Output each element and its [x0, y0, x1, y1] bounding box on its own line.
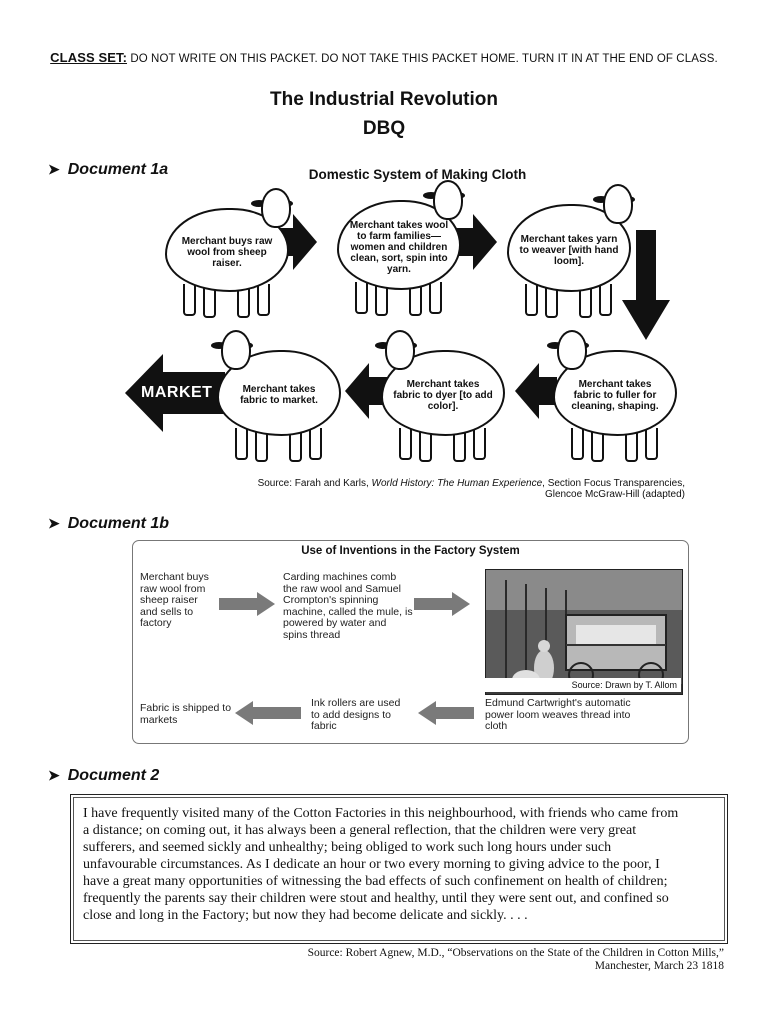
sheep-step-3: Merchant takes yarn to weaver [with hand… — [507, 184, 635, 318]
doc2-source: Source: Robert Agnew, M.D., “Observation… — [307, 947, 724, 972]
sheep-step-4: Merchant takes fabric to fuller for clea… — [547, 330, 677, 462]
doc2-heading: ➤Document 2 — [48, 767, 160, 784]
page-title: The Industrial Revolution — [269, 89, 498, 110]
step-5-text: Merchant takes fabric to dyer [to add co… — [393, 378, 493, 412]
doc2-quote-box: I have frequently visited many of the Co… — [70, 794, 728, 944]
quote-line: unfavourable circumstances. As I dedicat… — [83, 857, 660, 872]
factory-system-diagram: Use of Inventions in the Factory System … — [132, 540, 689, 744]
sheep-step-6: Merchant takes fabric to market. — [211, 330, 341, 462]
bullet-arrow-icon: ➤ — [48, 161, 60, 177]
arrow-left-icon — [235, 701, 301, 725]
notice-label: CLASS SET: — [50, 50, 128, 65]
arrow-down-icon — [622, 230, 670, 340]
market-label: MARKET — [141, 384, 213, 401]
market-arrow-icon — [125, 354, 225, 432]
factory-step-3: Edmund Cartwright's automatic power loom… — [485, 697, 631, 732]
doc1a-source: Source: Farah and Karls, World History: … — [257, 478, 685, 500]
photo-source: Source: Drawn by T. Allom — [485, 678, 681, 692]
power-loom-illustration — [485, 569, 683, 695]
doc2-quote-text: I have frequently visited many of the Co… — [83, 805, 723, 924]
arrow-right-icon — [414, 592, 470, 616]
step-2-text: Merchant takes wool to farm families—wom… — [349, 219, 449, 275]
quote-line: a distance; on coming out, it has always… — [83, 823, 637, 838]
domestic-system-diagram: Domestic System of Making Cloth MARKET M… — [125, 160, 685, 505]
class-set-notice: CLASS SET: DO NOT WRITE ON THIS PACKET. … — [0, 50, 768, 65]
page-subtitle: DBQ — [362, 118, 406, 139]
sheep-step-2: Merchant takes wool to farm families—wom… — [337, 180, 465, 316]
sheep-step-5: Merchant takes fabric to dyer [to add co… — [375, 330, 505, 462]
arrow-right-icon — [219, 592, 275, 616]
arrow-left-icon — [345, 363, 387, 419]
step-1-text: Merchant buys raw wool from sheep raiser… — [181, 235, 273, 269]
sheep-step-1: Merchant buys raw wool from sheep raiser… — [165, 188, 293, 318]
doc1a-heading: ➤Document 1a — [48, 161, 169, 178]
arrow-left-icon — [515, 363, 557, 419]
diagram1b-title: Use of Inventions in the Factory System — [301, 545, 520, 557]
arrow-left-icon — [418, 701, 474, 725]
factory-step-5: Fabric is shipped to markets — [140, 702, 232, 726]
quote-line: have a great many opportunities of witne… — [83, 874, 668, 889]
step-4-text: Merchant takes fabric to fuller for clea… — [571, 378, 659, 412]
factory-step-4: Ink rollers are used to add designs to f… — [311, 697, 401, 732]
bullet-arrow-icon: ➤ — [48, 767, 60, 783]
diagram1a-title: Domestic System of Making Cloth — [308, 167, 527, 182]
doc1b-heading: ➤Document 1b — [48, 515, 170, 532]
step-6-text: Merchant takes fabric to market. — [240, 384, 318, 406]
factory-step-2: Carding machines comb the raw wool and S… — [283, 571, 413, 641]
notice-text: DO NOT WRITE ON THIS PACKET. DO NOT TAKE… — [130, 53, 718, 65]
factory-loom-image — [486, 570, 682, 694]
quote-line: close and long in the Factory; but now t… — [83, 908, 528, 923]
step-3-text: Merchant takes yarn to weaver [with hand… — [519, 233, 619, 267]
bullet-arrow-icon: ➤ — [48, 515, 60, 531]
quote-line: I have frequently visited many of the Co… — [83, 806, 679, 821]
arrow-right-icon — [455, 214, 497, 270]
factory-step-1: Merchant buys raw wool from sheep raiser… — [140, 571, 209, 629]
quote-line: sufferers, and seemed sickly and unhealt… — [83, 840, 612, 855]
quote-line: frequently the parents say their childre… — [83, 891, 669, 906]
